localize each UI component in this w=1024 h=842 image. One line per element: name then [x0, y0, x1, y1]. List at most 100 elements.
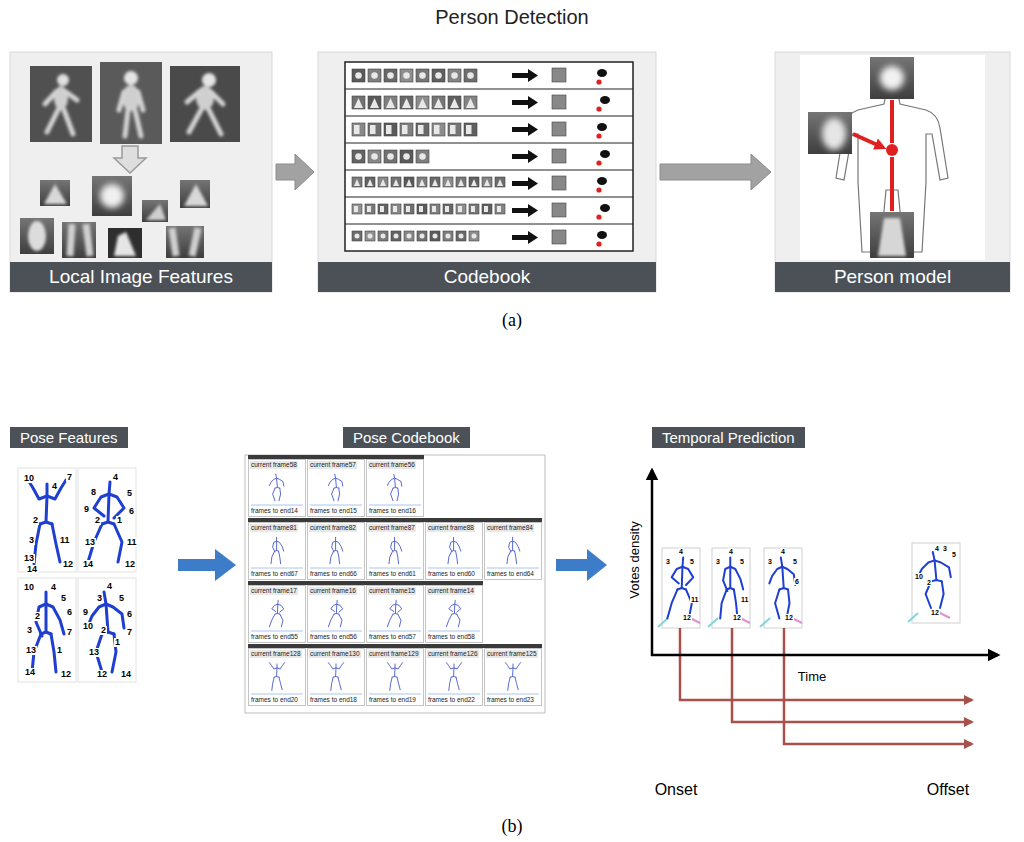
label-anchor: 3 [26, 626, 33, 635]
codebook-cell: current frame129frames to end19 [366, 648, 424, 706]
label-anchor: 2 [32, 516, 39, 525]
skeleton-limb [391, 541, 402, 552]
skeleton-limb [272, 677, 274, 690]
row-rule [345, 116, 633, 117]
skeleton-limb [397, 488, 399, 501]
skeleton-limb [397, 551, 399, 564]
patch-mark [386, 125, 392, 134]
patch-mark [466, 98, 475, 108]
patch-mark [354, 206, 358, 212]
vote-blob [597, 69, 607, 77]
joint-number: 3 [26, 626, 33, 635]
codebook-patch [417, 204, 427, 214]
skeleton-limb [453, 668, 454, 677]
patch-mark [354, 179, 360, 186]
codebook-patch [430, 231, 440, 241]
patch-mark [381, 234, 386, 239]
codebook-patch [456, 177, 466, 187]
label-anchor: 3 [28, 536, 35, 545]
label-anchor: 13 [25, 646, 37, 655]
skeleton-limb [677, 588, 686, 590]
skeleton-limb [453, 541, 454, 550]
pose-frame [18, 468, 76, 572]
codebook-entry [552, 203, 566, 217]
cell-rule [251, 568, 303, 569]
codebook-patch [482, 177, 492, 187]
thermal-images-part [187, 73, 223, 134]
joint-number: 3 [96, 594, 103, 603]
codebook-patch [404, 231, 414, 241]
skeleton-limb [509, 541, 520, 552]
vote-dot [596, 133, 601, 138]
person-model-illustration-part [853, 134, 882, 147]
shadow-limb [708, 618, 718, 627]
label-anchor: 14 [82, 560, 94, 569]
label-anchor: 3 [767, 558, 773, 565]
codebook-patch [352, 69, 365, 82]
label-anchor: 10 [23, 583, 35, 592]
frame-label: current frame58 [250, 461, 298, 469]
codebook-patch [456, 231, 466, 241]
label-anchor: 3 [715, 558, 721, 565]
label-anchor: 11 [59, 536, 71, 545]
label-anchor: 11 [126, 538, 138, 547]
codebook-patch [416, 150, 429, 163]
patch-mark [458, 179, 464, 186]
stage-panel: Local Image Features [10, 52, 272, 292]
codebook-patch [495, 177, 505, 187]
frame-label: current frame84 [486, 524, 534, 532]
stage-panel: Codebook [318, 52, 656, 292]
skeleton-limb [515, 551, 517, 564]
label-anchor: 8 [90, 488, 97, 497]
joint-number: 10 [23, 474, 35, 483]
patch-mark [459, 234, 464, 239]
cell-rule [310, 505, 362, 506]
joint-number: 6 [126, 610, 133, 619]
label-anchor: 13 [88, 648, 100, 657]
cell-rule [487, 694, 539, 695]
label-anchor: 12 [732, 614, 742, 621]
joint-number: 3 [767, 558, 773, 565]
panel-ground-part [775, 52, 1010, 292]
codebook-cell: current frame14frames to end58 [425, 585, 483, 643]
axis-label: Time [798, 669, 826, 684]
patch-mark [370, 125, 376, 134]
joint-number: 12 [62, 560, 74, 569]
row-rule [345, 170, 633, 171]
patch-mark [466, 125, 472, 134]
label-anchor: 6 [66, 608, 73, 617]
label-anchor: 4 [934, 545, 940, 552]
skeleton-limb [273, 488, 275, 501]
local-patches-part [166, 226, 204, 258]
local-patches-part [114, 232, 136, 256]
codebook-cell: current frame125frames to end23 [484, 648, 542, 706]
figure-title: Person Detection [435, 6, 588, 29]
codebook-patch [432, 96, 445, 109]
skeleton-limb [273, 541, 284, 552]
remaining-label: frames to end56 [309, 633, 358, 641]
local-patches-part [70, 224, 90, 256]
codebook-illustration [345, 62, 633, 251]
label-anchor: Time [812, 676, 840, 691]
joint-number: 7 [66, 473, 73, 482]
panel-ground [10, 52, 1010, 292]
label-bar: Temporal Prediction [652, 427, 805, 448]
label-anchor: (b) [512, 826, 533, 842]
map-arrow [512, 69, 538, 82]
joint-number: 1 [114, 638, 121, 647]
frame-label: current frame17 [250, 587, 298, 595]
frame-label: current frame129 [368, 650, 420, 658]
skeleton-limb [334, 487, 339, 489]
codebook-entry [552, 230, 566, 244]
codebook-patch [430, 204, 440, 214]
panel-label: Local Image Features [10, 262, 272, 292]
label-anchor: 12 [682, 614, 692, 621]
label-anchor: 4 [678, 548, 684, 555]
codebook-cell: current frame16frames to end56 [307, 585, 365, 643]
patch-mark [450, 125, 456, 134]
codebook-patch [469, 204, 479, 214]
shadow-limb [760, 618, 770, 627]
joint-number: 6 [128, 507, 135, 516]
temporal-chart-part [912, 543, 960, 623]
thermal-images-part [170, 66, 240, 142]
